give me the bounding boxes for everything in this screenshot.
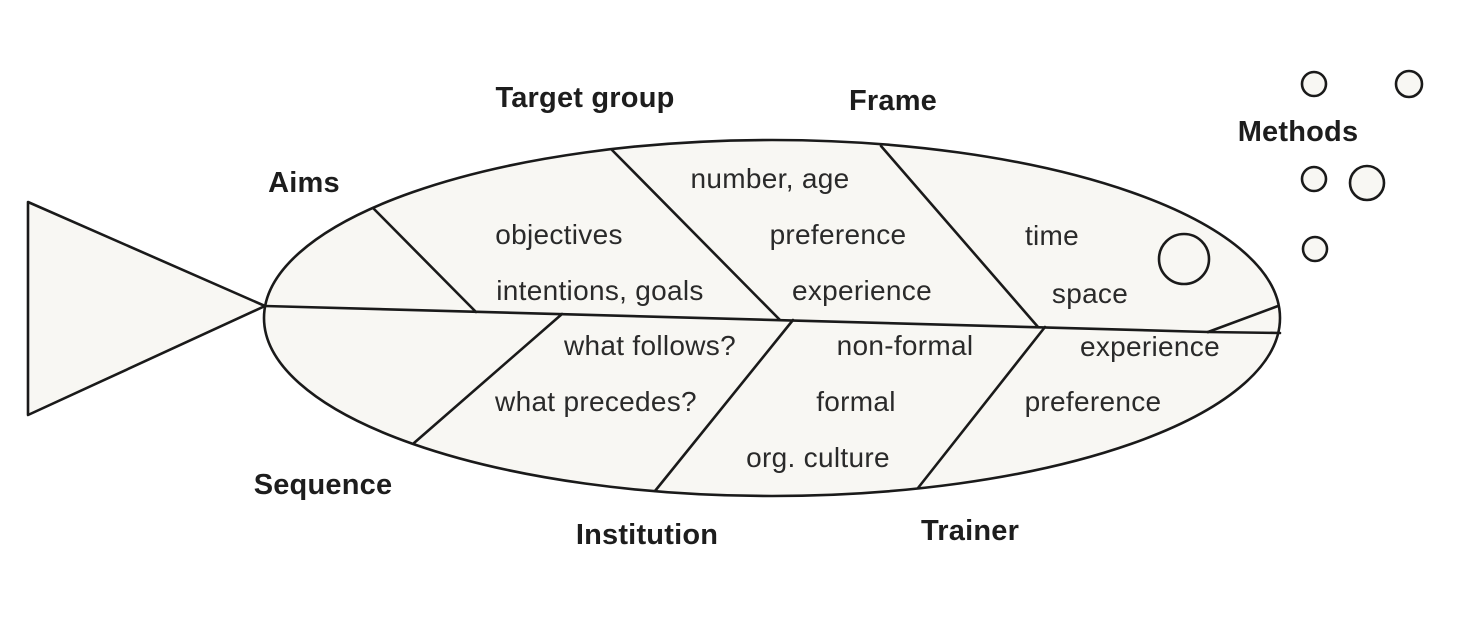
bubble: [1300, 165, 1328, 193]
bone-aims: [371, 206, 478, 314]
fish-eye: [1157, 232, 1211, 286]
item-number-age: number, age: [691, 163, 850, 194]
category-label-aims: Aims: [268, 167, 340, 199]
bubble: [1300, 70, 1328, 98]
fish-mouth-lower-lip: [1206, 330, 1282, 335]
item-objectives: objectives: [495, 219, 623, 250]
bone-trainer: [916, 325, 1047, 490]
fish-mouth-upper-lip: [1206, 304, 1280, 334]
item-experience-top: experience: [792, 275, 932, 306]
category-label-institution: Institution: [576, 519, 718, 551]
item-non-formal: non-formal: [837, 330, 974, 361]
bone-frame: [879, 144, 1040, 329]
item-what-precedes: what precedes?: [494, 386, 697, 417]
item-what-follows: what follows?: [563, 330, 736, 361]
category-label-trainer: Trainer: [921, 515, 1019, 547]
bubble: [1301, 235, 1329, 263]
bone-institution: [653, 318, 795, 493]
item-time: time: [1025, 220, 1079, 251]
fish-spine: [263, 304, 1210, 334]
category-label-methods: Methods: [1238, 116, 1359, 148]
category-label-target-group: Target group: [495, 82, 674, 114]
fish-tail: [26, 200, 267, 417]
item-preference-top: preference: [770, 219, 907, 250]
item-preference-right: preference: [1025, 386, 1162, 417]
item-formal: formal: [816, 386, 896, 417]
bubble: [1348, 164, 1386, 202]
bone-target-group: [610, 148, 782, 322]
bone-sequence: [412, 312, 564, 445]
item-experience-right: experience: [1080, 331, 1220, 362]
category-label-sequence: Sequence: [254, 469, 393, 501]
method-bubbles: [1300, 69, 1424, 263]
category-label-frame: Frame: [849, 85, 937, 117]
item-space: space: [1052, 278, 1128, 309]
bubble: [1394, 69, 1424, 99]
item-intentions-goals: intentions, goals: [496, 275, 703, 306]
fish-body: [262, 138, 1282, 498]
item-org-culture: org. culture: [746, 442, 890, 473]
